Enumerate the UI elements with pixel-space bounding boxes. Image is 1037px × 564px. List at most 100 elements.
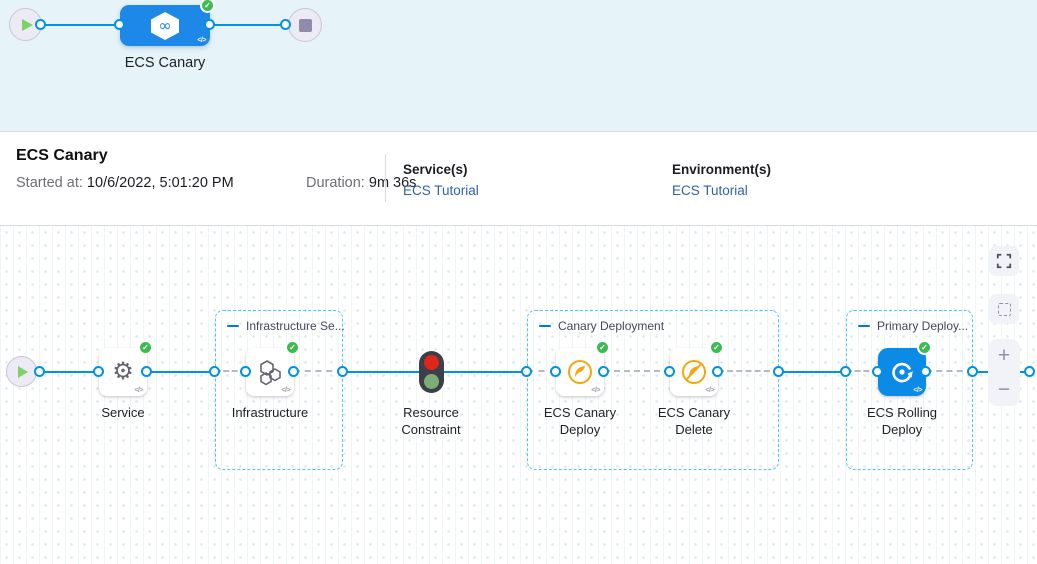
services-link[interactable]: ECS Tutorial xyxy=(403,183,479,198)
group-title: Infrastructure Se... xyxy=(246,319,345,333)
rolling-deploy-icon xyxy=(892,362,913,383)
fullscreen-button[interactable] xyxy=(989,246,1019,276)
node-label: Service xyxy=(101,405,145,420)
status-success-icon: ✓ xyxy=(285,340,300,355)
node-label: Infrastructure xyxy=(231,405,309,420)
node-ecs-rolling-deploy[interactable]: ✓ </> xyxy=(878,340,932,396)
code-icon: </> xyxy=(705,387,714,394)
connector-line xyxy=(147,371,215,373)
node-label: ECS Rolling Deploy xyxy=(866,405,938,437)
status-success-icon: ✓ xyxy=(709,340,724,355)
node-service[interactable]: ⚙ ✓ </> xyxy=(99,340,153,396)
collapse-icon xyxy=(227,324,239,328)
stage-label: ECS Canary xyxy=(124,55,206,71)
duration: Duration: 9m 36s xyxy=(306,175,416,191)
svg-text:∞: ∞ xyxy=(158,16,171,35)
connector-line xyxy=(40,371,99,373)
connector-port xyxy=(114,19,125,30)
connector-line-dashed xyxy=(527,370,556,372)
node-ecs-canary-delete[interactable]: ✓ </> xyxy=(670,340,724,396)
group-canary-header[interactable]: Canary Deployment xyxy=(539,319,664,333)
node-label: Resource Constraint xyxy=(401,405,461,437)
connector-port xyxy=(35,19,46,30)
connector-port xyxy=(967,366,978,377)
connector-line-dashed xyxy=(294,370,343,372)
connector-port xyxy=(840,366,851,377)
node-label: ECS Canary Deploy xyxy=(543,405,617,437)
started-at-label: Started at: xyxy=(16,175,83,191)
infrastructure-icon xyxy=(260,360,281,386)
stop-icon xyxy=(298,18,312,32)
connector-line-dashed xyxy=(215,370,246,372)
status-success-icon: ✓ xyxy=(138,340,153,355)
pipeline-end-button[interactable] xyxy=(288,8,322,42)
connector-port xyxy=(550,366,561,377)
connector-line xyxy=(343,371,420,373)
play-icon xyxy=(21,18,33,31)
zoom-controls: + − xyxy=(988,339,1020,406)
connector-line-dashed xyxy=(604,370,670,372)
play-icon xyxy=(18,365,28,378)
environments-label: Environment(s) xyxy=(672,162,772,177)
node-resource-constraint[interactable] xyxy=(419,351,444,393)
code-icon: </> xyxy=(281,387,290,394)
traffic-light-red-icon xyxy=(424,355,439,370)
status-success-icon: ✓ xyxy=(595,340,610,355)
connector-port xyxy=(204,19,215,30)
started-at-value: 10/6/2022, 5:01:20 PM xyxy=(82,175,234,191)
fullscreen-icon xyxy=(996,253,1012,269)
connector-line-dashed xyxy=(926,370,973,372)
connector-port xyxy=(598,366,609,377)
harness-cd-icon: ∞ xyxy=(151,11,179,40)
connector-port xyxy=(337,366,348,377)
duration-label: Duration: xyxy=(306,175,369,191)
execution-title: ECS Canary xyxy=(16,147,108,164)
stage-node-ecs-canary[interactable]: ∞ ✓ </> xyxy=(120,0,215,46)
services-label: Service(s) xyxy=(403,162,468,177)
connector-line xyxy=(41,24,121,26)
node-label: ECS Canary Delete xyxy=(657,405,731,437)
node-ecs-canary-deploy[interactable]: ✓ </> xyxy=(556,340,610,396)
connector-port xyxy=(288,366,299,377)
connector-line xyxy=(444,371,527,373)
connector-port xyxy=(209,366,220,377)
code-icon: </> xyxy=(591,387,600,394)
marquee-icon xyxy=(997,302,1011,316)
gear-icon: ⚙ xyxy=(112,358,134,385)
code-icon: </> xyxy=(913,387,922,394)
environments-link[interactable]: ECS Tutorial xyxy=(672,183,748,198)
collapse-icon xyxy=(539,324,551,328)
connector-port xyxy=(773,366,784,377)
code-icon: </> xyxy=(134,387,143,394)
connector-port xyxy=(1024,366,1035,377)
graph-start-button[interactable] xyxy=(6,356,37,387)
connector-port xyxy=(920,366,931,377)
stage-graph-band: ∞ ✓ </> ECS Canary xyxy=(0,0,1037,131)
canary-delete-icon xyxy=(682,360,706,384)
group-primary-header[interactable]: Primary Deploy... xyxy=(858,319,968,333)
group-canary-deployment: Canary Deployment xyxy=(527,310,779,470)
status-success-icon: ✓ xyxy=(200,0,215,13)
canary-deploy-icon xyxy=(568,360,592,384)
zoom-in-button[interactable]: + xyxy=(997,344,1011,368)
group-infrastructure: Infrastructure Se... xyxy=(215,310,345,470)
connector-port xyxy=(93,366,104,377)
connector-line xyxy=(210,24,289,26)
connector-port xyxy=(240,366,251,377)
selection-mode-button[interactable] xyxy=(989,294,1019,324)
node-infrastructure[interactable]: ✓ </> xyxy=(246,340,300,396)
connector-port xyxy=(141,366,152,377)
divider xyxy=(385,154,386,202)
duration-value: 9m 36s xyxy=(368,175,417,191)
zoom-out-button[interactable]: − xyxy=(997,377,1011,401)
connector-line-dashed xyxy=(846,370,878,372)
connector-port xyxy=(872,366,883,377)
connector-port xyxy=(521,366,532,377)
connector-line xyxy=(779,371,846,373)
group-infrastructure-header[interactable]: Infrastructure Se... xyxy=(227,319,345,333)
code-icon: </> xyxy=(197,37,206,44)
connector-line-dashed xyxy=(718,370,779,372)
group-title: Canary Deployment xyxy=(558,319,665,333)
execution-graph-canvas[interactable]: Infrastructure Se... Canary Deployment P… xyxy=(0,226,1037,564)
